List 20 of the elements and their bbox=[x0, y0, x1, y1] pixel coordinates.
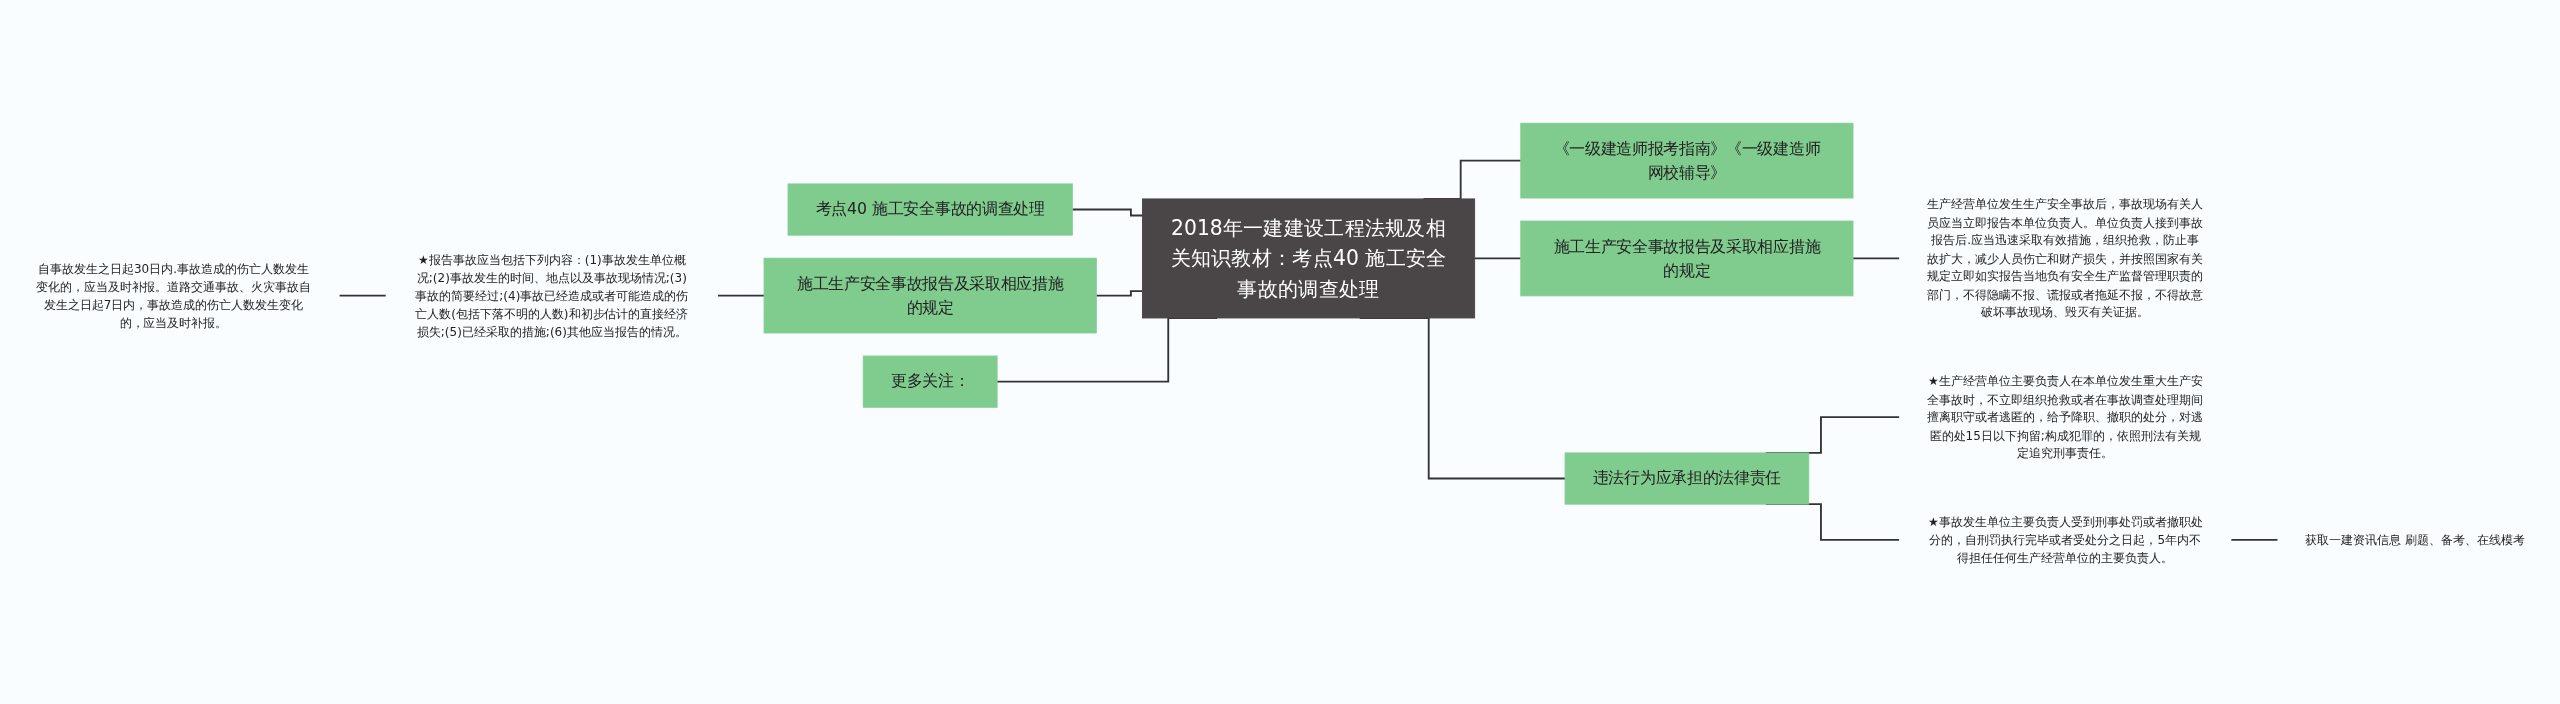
node-text: 生产经营单位发生生产安全事故后，事故现场有关人员应当立即报告本单位负责人。单位负责人接到事故报告后.应当迅速采取有效措施，组织抢救，防止事故扩大，减少人员伤亡和财产损失，并按照国家有关规定立即如实报告当地负有安全生产监督管理职责的部门，不得隐瞒不报、谎报或者拖延不报，不得故意破坏事故现场、毁灭有关证据。 bbox=[1927, 197, 2204, 320]
connector bbox=[2230, 539, 2279, 541]
node-box: 违法行为应承担的法律责任 bbox=[1564, 452, 1810, 505]
node-box: 更多关注： bbox=[862, 355, 998, 408]
node-text: 获取一建资讯信息 刷题、备考、在线模考 bbox=[2305, 532, 2525, 547]
node-box: 2018年一建建设工程法规及相关知识教材：考点40 施工安全事故的调查处理 bbox=[1142, 198, 1476, 319]
node-text: ★生产经营单位主要负责人在本单位发生重大生产安全事故时，不立即组织抢救或者在事故调查处理期间擅离职守或者逃匿的，给予降职、撤职的处分，对逃匿的处15日以下拘留;构成犯罪的，依照刑法有关规定追究刑事责任。 bbox=[1927, 374, 2204, 460]
node-box: 《一级建造师报考指南》《一级建造师网校辅导》 bbox=[1520, 122, 1854, 199]
connector bbox=[1473, 257, 1522, 260]
node-text: ★报告事故应当包括下列内容：(1)事故发生单位概况;(2)事故发生的时间、地点以及事故现场情况;(3)事故的简要经过;(4)事故已经造成或者可能造成的伤亡人数(包括下落不明的人数)和初步估计的直接经济损失;(5)已经采取的措施;(6)其他应当报告的情况。 bbox=[415, 252, 689, 339]
connector bbox=[1095, 290, 1144, 297]
connector bbox=[1071, 208, 1144, 217]
connector bbox=[1852, 257, 1901, 260]
node-text: 自事故发生之日起30日内.事故造成的伤亡人数发生变化的，应当及时补报。道路交通事故、火灾事故自发生之日起7日内，事故造成的伤亡人数发生变化的，应当及时补报。 bbox=[35, 261, 312, 330]
node-text: ★事故发生单位主要负责人受到刑事处罚或者撤职处分的，自刑罚执行完毕或者受处分之日起，5年内不得担任任何生产经营单位的主要负责人。 bbox=[1927, 514, 2203, 565]
connector bbox=[717, 294, 765, 297]
node-box: 施工生产安全事故报告及采取相应措施的规定 bbox=[763, 257, 1097, 334]
node-box: 考点40 施工安全事故的调查处理 bbox=[787, 183, 1073, 236]
connector bbox=[338, 294, 387, 297]
node-box: 施工生产安全事故报告及采取相应措施的规定 bbox=[1520, 220, 1854, 297]
